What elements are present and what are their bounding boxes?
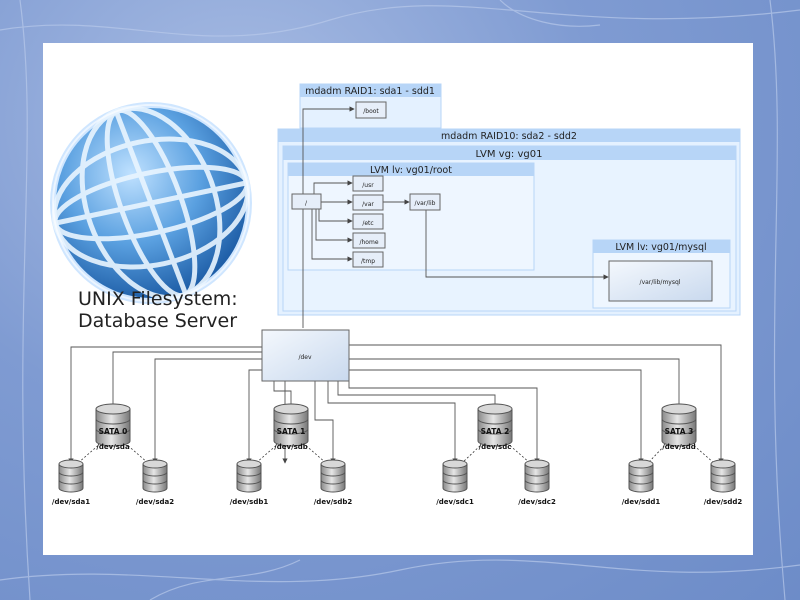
lv-root-panel: LVM lv: vg01/root xyxy=(287,162,535,271)
dir-node-var[interactable]: /var xyxy=(352,194,384,211)
vg-label: LVM vg: vg01 xyxy=(476,149,543,160)
disk-sata2[interactable]: SATA 2 /dev/sdc xyxy=(477,403,513,451)
dir-label-home: /home xyxy=(359,239,378,246)
partition-label-sdc2: /dev/sdc2 xyxy=(518,498,556,506)
partition-sdd2[interactable]: /dev/sdd2 xyxy=(704,459,743,506)
lv-root-label: LVM lv: vg01/root xyxy=(370,165,452,176)
dir-node-home[interactable]: /home xyxy=(352,232,386,249)
root-node[interactable]: / xyxy=(291,193,322,210)
dir-label-usr: /usr xyxy=(362,182,374,189)
partition-label-sdd1: /dev/sdd1 xyxy=(622,498,661,506)
dev-node[interactable]: /dev xyxy=(261,329,350,382)
partition-sdd1[interactable]: /dev/sdd1 xyxy=(622,459,661,506)
dir-label-etc: /etc xyxy=(362,220,373,227)
partition-label-sdc1: /dev/sdc1 xyxy=(436,498,474,506)
raid10-label: mdadm RAID10: sda2 - sdd2 xyxy=(441,131,577,142)
diagram-title: UNIX Filesystem: Database Server xyxy=(78,288,248,332)
device-connectors xyxy=(68,344,724,464)
disk-name-sata2: SATA 2 xyxy=(481,427,510,436)
partition-sdc2[interactable]: /dev/sdc2 xyxy=(518,459,556,506)
title-line-2: Database Server xyxy=(78,310,238,332)
mysql-label: /var/lib/mysql xyxy=(640,279,681,286)
partition-sdc1[interactable]: /dev/sdc1 xyxy=(436,459,474,506)
disk-sata3[interactable]: SATA 3 /dev/sdd xyxy=(661,403,697,451)
slide: mdadm RAID1: sda1 - sdd1 /boot mdadm RAI… xyxy=(43,43,753,555)
boot-node[interactable]: /boot xyxy=(355,101,387,119)
disk-dev-sata2: /dev/sdc xyxy=(479,443,512,451)
partition-connectors xyxy=(77,442,715,464)
dir-node-usr[interactable]: /usr xyxy=(352,175,384,192)
title-line-1: UNIX Filesystem: xyxy=(78,288,238,310)
mysql-node[interactable]: /var/lib/mysql xyxy=(608,260,713,302)
globe-icon xyxy=(50,102,252,304)
disk-sata0[interactable]: SATA 0 /dev/sda xyxy=(95,403,131,451)
varlib-label: /var/lib xyxy=(415,200,436,207)
partition-label-sda2: /dev/sda2 xyxy=(136,498,174,506)
varlib-node[interactable]: /var/lib xyxy=(409,193,441,211)
root-tree-connectors xyxy=(302,106,609,328)
raid1-label: mdadm RAID1: sda1 - sdd1 xyxy=(305,86,435,97)
filesystem-diagram: mdadm RAID1: sda1 - sdd1 /boot mdadm RAI… xyxy=(50,83,743,506)
dir-node-tmp[interactable]: /tmp xyxy=(352,251,384,268)
partition-sda1[interactable]: /dev/sda1 xyxy=(52,459,90,506)
disk-dev-sata1: /dev/sdb xyxy=(274,443,308,451)
disk-name-sata0: SATA 0 xyxy=(99,427,128,436)
dev-label: /dev xyxy=(298,354,312,361)
boot-label: /boot xyxy=(363,108,379,115)
disk-dev-sata0: /dev/sda xyxy=(96,443,130,451)
partition-label-sdb1: /dev/sdb1 xyxy=(230,498,269,506)
dir-label-tmp: /tmp xyxy=(361,258,375,265)
raid1-panel: mdadm RAID1: sda1 - sdd1 xyxy=(299,83,442,129)
disk-dev-sata3: /dev/sdd xyxy=(662,443,696,451)
partition-sda2[interactable]: /dev/sda2 xyxy=(136,459,174,506)
partition-sdb2[interactable]: /dev/sdb2 xyxy=(314,459,353,506)
disk-sata1[interactable]: SATA 1 /dev/sdb xyxy=(273,403,309,451)
disk-name-sata3: SATA 3 xyxy=(665,427,694,436)
partition-sdb1[interactable]: /dev/sdb1 xyxy=(230,459,269,506)
partition-label-sda1: /dev/sda1 xyxy=(52,498,90,506)
disk-name-sata1: SATA 1 xyxy=(277,427,306,436)
dir-label-var: /var xyxy=(362,201,374,208)
root-label: / xyxy=(305,200,308,207)
partition-label-sdd2: /dev/sdd2 xyxy=(704,498,743,506)
dir-node-etc[interactable]: /etc xyxy=(352,213,384,230)
partition-label-sdb2: /dev/sdb2 xyxy=(314,498,353,506)
lv-mysql-label: LVM lv: vg01/mysql xyxy=(615,242,706,253)
